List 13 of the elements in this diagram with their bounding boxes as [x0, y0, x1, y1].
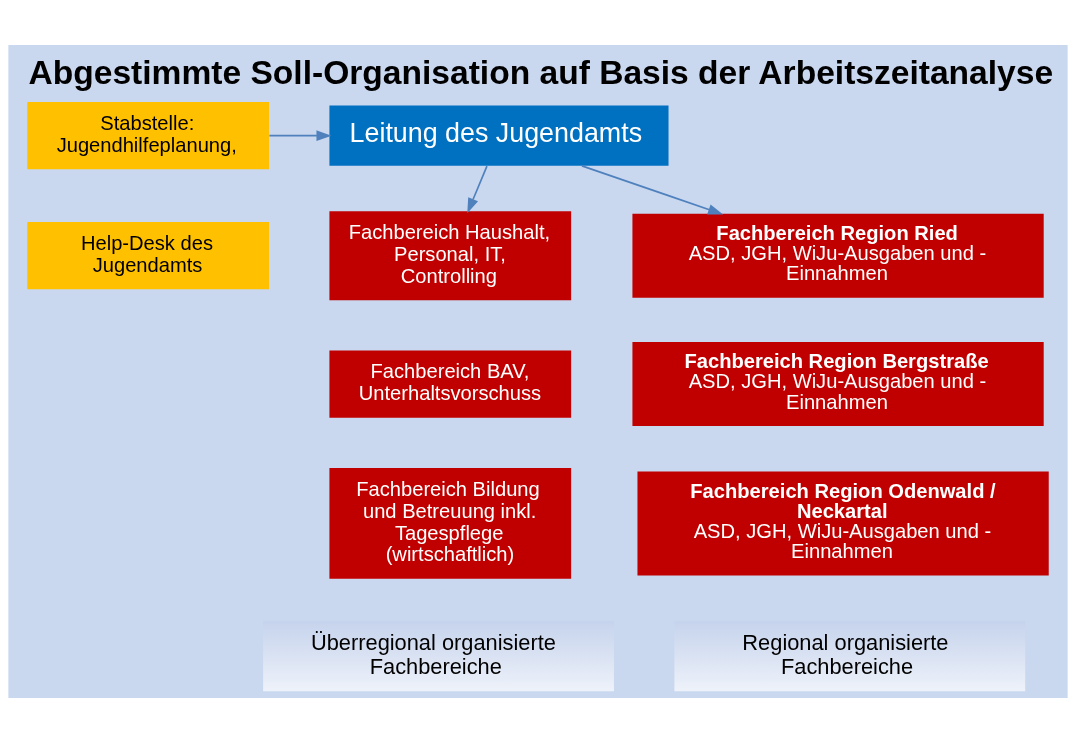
arrow: [581, 164, 724, 215]
node-box: Leitung des Jugendamts: [329, 104, 669, 166]
diagram-title: Abgestimmte Soll-Organisation auf Basis der Arbeitszeitanalyse: [28, 53, 1054, 91]
node-box: Fachbereich Bildung und Betreuung inkl. Tagespflege (wirtschaftlich): [329, 467, 572, 579]
arrow: [467, 164, 488, 213]
node-box: Fachbereich Region Bergstraße ASD, JGH, WiJu-Ausgaben und - Einnahmen: [632, 341, 1044, 426]
node-box: Fachbereich Region Ried ASD, JGH, WiJu-Ausgaben und - Einnahmen: [632, 213, 1044, 298]
node-box: Fachbereich Region Odenwald / Neckartal ASD, JGH, WiJu-Ausgaben und - Einnahmen: [637, 470, 1049, 575]
node-box: Stabstelle: Jugendhilfeplanung,: [27, 101, 269, 169]
arrow: [268, 129, 332, 141]
node-box: Help-Desk des Jugendamts: [27, 221, 269, 289]
node-box: Fachbereich Haushalt, Personal, IT, Controlling: [329, 210, 572, 300]
node-box: Fachbereich BAV, Unterhaltsvorschuss: [329, 350, 572, 418]
